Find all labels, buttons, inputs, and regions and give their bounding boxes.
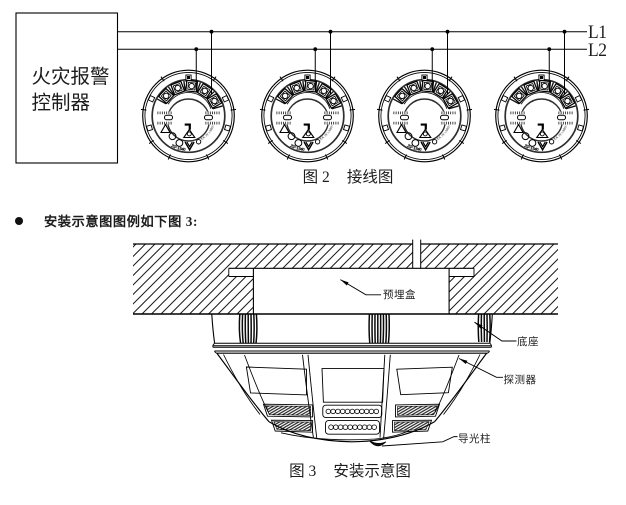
vent-loops-center bbox=[322, 404, 383, 435]
controller-box-outline bbox=[15, 12, 119, 164]
installation-bullet-text: 安装示意图图例如下图 3: bbox=[44, 213, 198, 229]
leader-detector bbox=[458, 358, 503, 378]
detector-2 bbox=[260, 29, 355, 162]
leader-lines bbox=[340, 279, 517, 447]
leader-base bbox=[474, 321, 517, 342]
detector-base-side bbox=[211, 314, 493, 354]
bus-label-l2: L2 bbox=[588, 39, 607, 61]
bullet-icon bbox=[15, 216, 23, 225]
controller-label-line2: 控制器 bbox=[31, 93, 91, 115]
installation-diagram bbox=[133, 239, 558, 447]
figure2-caption-title: 接线图 bbox=[346, 168, 394, 186]
vent-slots-right bbox=[392, 403, 441, 433]
label-light-guide: 导光柱 bbox=[458, 433, 491, 445]
detector-1 bbox=[141, 29, 236, 162]
bus-label-l1: L1 bbox=[588, 22, 607, 43]
leader-light-guide bbox=[381, 436, 458, 447]
ceiling-section bbox=[133, 239, 558, 315]
embedded-box bbox=[228, 267, 475, 314]
light-guide-tip bbox=[369, 440, 387, 447]
figure2-caption: 图 2 接线图 bbox=[302, 168, 394, 186]
figure3-caption-label: 图 3 bbox=[289, 463, 317, 480]
detector-cone bbox=[216, 353, 487, 447]
controller-label: 火灾报警 控制器 bbox=[32, 65, 110, 118]
figure3-caption: 图 3 安装示意图 bbox=[289, 464, 411, 480]
label-embedded-box: 预埋盒 bbox=[383, 290, 416, 301]
label-base: 底座 bbox=[517, 336, 539, 348]
vent-slots-left bbox=[262, 403, 314, 433]
detector-4 bbox=[494, 29, 589, 162]
wiring-diagram bbox=[15, 12, 589, 164]
figure2-caption-label: 图 2 bbox=[302, 168, 330, 186]
label-detector: 探测器 bbox=[503, 374, 537, 386]
wire-tufts bbox=[238, 314, 491, 344]
controller-label-line1: 火灾报警 bbox=[31, 66, 110, 88]
detector-3 bbox=[377, 29, 472, 162]
leader-embedded-box bbox=[340, 279, 382, 296]
figure3-caption-title: 安装示意图 bbox=[333, 463, 411, 480]
